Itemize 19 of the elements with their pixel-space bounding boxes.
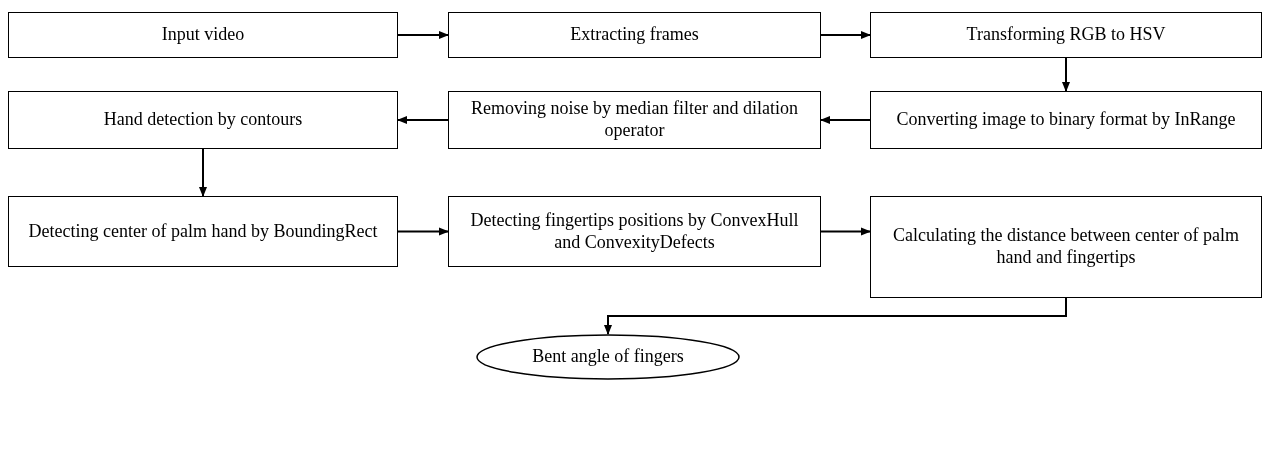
arrow xyxy=(1062,57,1070,92)
process-box: Input video xyxy=(8,12,398,58)
process-box: Transforming RGB to HSV xyxy=(870,12,1262,58)
terminal-ellipse: Bent angle of fingers xyxy=(476,334,740,380)
arrow xyxy=(820,116,871,124)
arrow xyxy=(397,227,449,236)
process-box: Extracting frames xyxy=(448,12,821,58)
arrow xyxy=(604,297,1067,335)
arrow xyxy=(397,116,449,124)
process-box: Hand detection by contours xyxy=(8,91,398,149)
process-box: Calculating the distance between center of palm hand and fingertips xyxy=(870,196,1262,298)
arrow xyxy=(397,31,449,39)
process-box: Detecting center of palm hand by BoundingRect xyxy=(8,196,398,267)
process-box: Removing noise by median filter and dilation operator xyxy=(448,91,821,149)
process-box: Detecting fingertips positions by ConvexHull and ConvexityDefects xyxy=(448,196,821,267)
process-box: Converting image to binary format by InRange xyxy=(870,91,1262,149)
arrow xyxy=(820,31,871,39)
arrow xyxy=(820,227,871,236)
arrow xyxy=(199,148,207,197)
